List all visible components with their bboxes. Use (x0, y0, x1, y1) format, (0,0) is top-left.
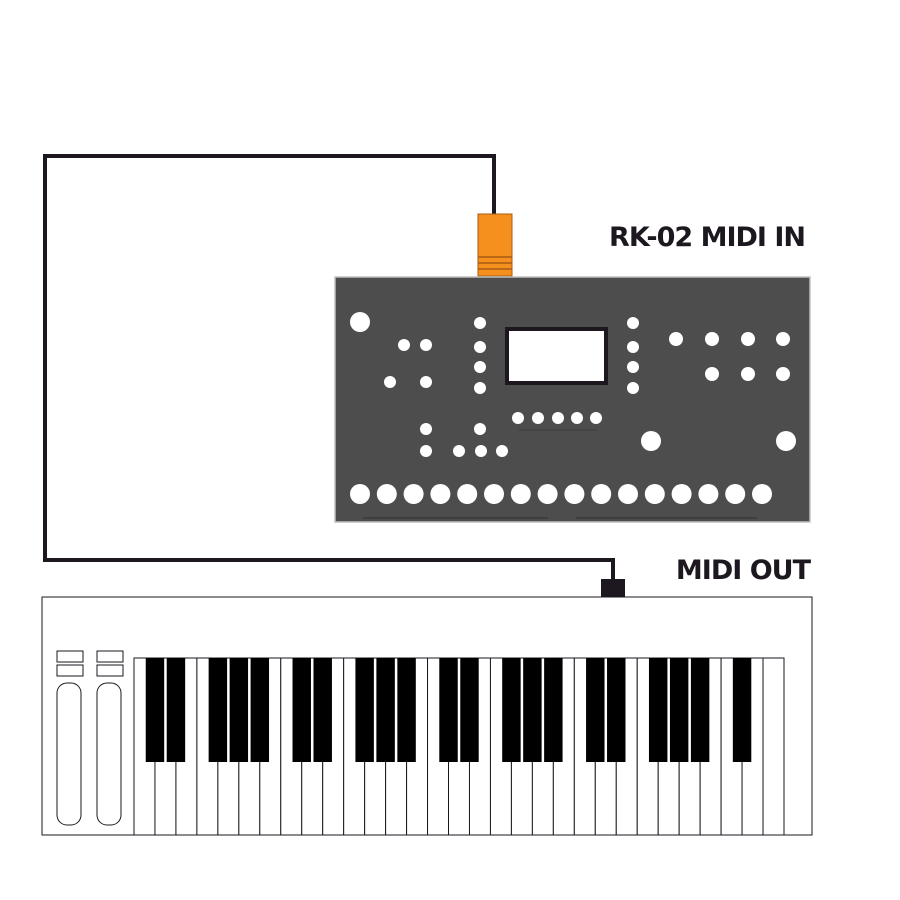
rk02-panel (334, 276, 811, 523)
rk02-knob (474, 341, 486, 353)
black-key (690, 658, 710, 762)
midi-keyboard (41, 596, 813, 836)
rk02-knob (590, 412, 602, 424)
rk02-knob (496, 445, 508, 457)
rk02-step-button (671, 484, 692, 504)
white-key (762, 657, 785, 836)
rk02-knob (571, 412, 583, 424)
midi-out-label: MIDI OUT (676, 555, 812, 586)
rk02-knob (641, 431, 661, 451)
black-key (250, 658, 270, 762)
rk02-knobs (350, 312, 796, 504)
rk02-knob (705, 367, 719, 381)
rk02-knob (474, 361, 486, 373)
rk02-step-button (376, 484, 397, 504)
rk02-knob (384, 376, 396, 388)
rk02-knob (475, 445, 487, 457)
black-key (376, 658, 395, 762)
rk02-knob (474, 423, 486, 435)
rk02-knob (627, 341, 639, 353)
rk02-knob (512, 412, 524, 424)
black-key (669, 658, 689, 762)
rk02-knob (669, 332, 683, 346)
rk02-knob (776, 431, 796, 451)
black-key (292, 658, 311, 762)
rk02-knob (350, 312, 370, 332)
rk02-knob (741, 332, 755, 346)
rk02-step-button (644, 484, 665, 504)
black-key (166, 658, 186, 762)
black-key (502, 658, 521, 762)
rk02-knob (420, 445, 432, 457)
rk02-step-button (618, 484, 638, 504)
midi-out-port (601, 579, 625, 597)
rk02-step-button (350, 484, 370, 504)
black-key (523, 658, 542, 762)
rk02-knob (552, 412, 564, 424)
midi-cable (43, 154, 615, 582)
rk02-knob (776, 332, 790, 346)
rk02-step-button (510, 484, 531, 504)
black-key (145, 658, 165, 762)
rk02-step-button (430, 484, 451, 504)
rk02-step-button (403, 484, 424, 504)
rk02-step-button (484, 484, 504, 504)
black-key (460, 658, 479, 762)
black-key (544, 658, 563, 762)
rk02-knob (420, 339, 432, 351)
black-key (439, 658, 458, 762)
wheel-button (56, 664, 84, 677)
rk02-knob (705, 332, 719, 346)
rk02-step-button (537, 484, 558, 504)
pitch-wheel (56, 682, 82, 826)
rk02-knob (420, 423, 432, 435)
mod-wheel (96, 682, 122, 826)
rk02-knob (741, 367, 755, 381)
rk02-knob (474, 317, 486, 329)
rk02-screen (505, 327, 608, 385)
rk02-knob (532, 412, 544, 424)
black-key (229, 658, 249, 762)
rk02-knob (398, 339, 410, 351)
black-key (208, 658, 228, 762)
black-key (732, 658, 752, 762)
rk02-midi-in-label: RK-02 MIDI IN (609, 222, 805, 253)
rk02-knob (627, 317, 639, 329)
wheel-button (96, 664, 124, 677)
rk02-knob (474, 382, 486, 394)
wheel-button (56, 650, 84, 663)
rk02-step-button (591, 484, 612, 504)
black-key (607, 658, 626, 762)
rk02-device (334, 276, 811, 523)
midi-in-connector (477, 213, 513, 277)
rk02-knob (627, 361, 639, 373)
black-keys (145, 658, 752, 762)
rk02-knob (420, 376, 432, 388)
rk02-knob (627, 382, 639, 394)
rk02-step-button (725, 484, 746, 504)
rk02-step-button (752, 484, 772, 504)
black-key (397, 658, 416, 762)
black-key (313, 658, 332, 762)
rk02-step-button (698, 484, 719, 504)
black-key (355, 658, 374, 762)
rk02-knob (453, 445, 465, 457)
rk02-step-button (457, 484, 478, 504)
rk02-knob (776, 367, 790, 381)
rk02-step-button (564, 484, 585, 504)
black-key (586, 658, 605, 762)
wheel-button (96, 650, 124, 663)
black-key (648, 658, 668, 762)
